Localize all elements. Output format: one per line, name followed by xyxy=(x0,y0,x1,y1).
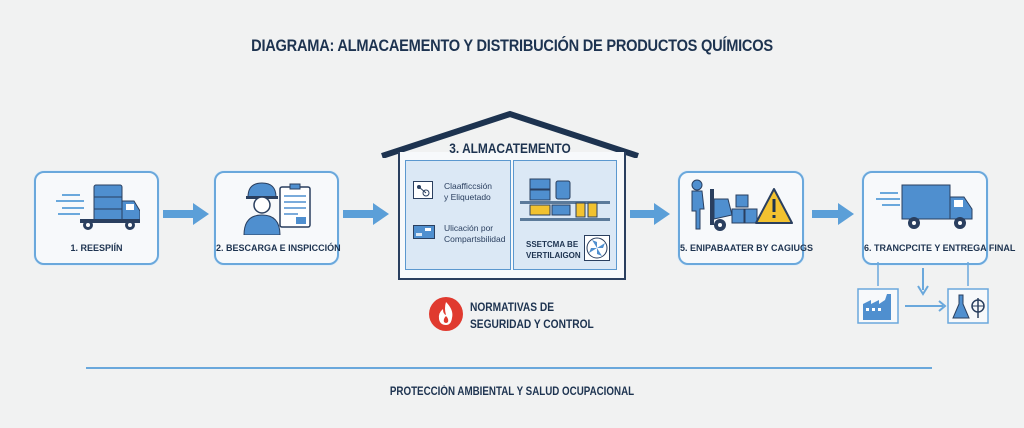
ventilation-fan-icon xyxy=(584,235,610,261)
diagram-title: DIAGRAMA: ALMACAEMENTO Y DISTRIBUCIÓN DE… xyxy=(251,36,773,55)
arrow-right-icon xyxy=(163,203,209,225)
compatibility-location-icon xyxy=(413,225,435,239)
step-unloading-inspection: 2. BESCARGA E INSPICCIÓN xyxy=(214,171,341,265)
arrow-right-icon xyxy=(343,203,389,225)
roof-icon xyxy=(381,110,639,158)
forklift-warning-icon xyxy=(691,179,793,231)
step-label: 1. REESPIÍN xyxy=(70,243,123,253)
arrow-right-icon xyxy=(812,203,854,225)
fire-icon xyxy=(429,297,463,331)
worker-clipboard-icon xyxy=(243,182,311,235)
step-reception: 1. REESPIÍN xyxy=(34,171,159,265)
step-label: 2. BESCARGA E INSPICCIÓN xyxy=(216,243,341,253)
arrow-right-icon xyxy=(630,203,670,225)
step-transport-delivery: 6. TRANCPCITE Y ENTREGA FINAL xyxy=(862,171,1016,265)
factory-icon xyxy=(857,288,899,324)
chemical-shelf-icon xyxy=(520,178,610,221)
storage-title: 3. ALMACATEMENTO xyxy=(449,140,571,156)
step-label: 6. TRANCPCITE Y ENTREGA FINAL xyxy=(864,243,1016,253)
truck-with-drums-icon xyxy=(56,184,140,230)
delivery-truck-icon xyxy=(876,184,973,229)
step-packaging-loading: 5. ENIPABAATER BY CAGIUGS xyxy=(678,171,814,265)
divider-line xyxy=(86,367,932,369)
step-label: 5. ENIPABAATER BY CAGIUGS xyxy=(680,243,814,253)
footer-caption: PROTECCIÓN AMBIENTAL Y SALUD OCUPACIONAL xyxy=(389,386,635,398)
classification-label-icon xyxy=(413,181,433,199)
lab-flask-globe-icon xyxy=(947,288,989,324)
delivery-subflow xyxy=(857,262,989,324)
